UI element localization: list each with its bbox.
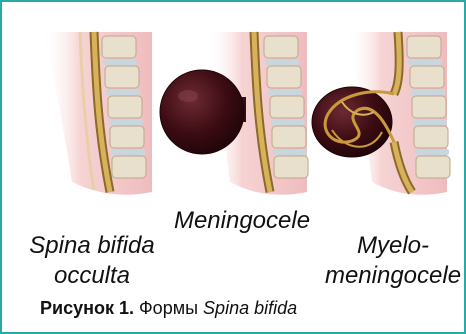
label-occulta-line2: occulta bbox=[12, 261, 172, 291]
label-occulta-line1: Spina bifida bbox=[12, 231, 172, 261]
label-occulta: Spina bifida occulta bbox=[12, 231, 172, 291]
myelomeningocele-illustration bbox=[312, 32, 450, 195]
caption-italic: Spina bifida bbox=[203, 298, 297, 318]
spine-illustrations bbox=[2, 2, 464, 217]
caption-number: Рисунок 1. bbox=[40, 298, 134, 318]
figure-caption: Рисунок 1. Формы Spina bifida bbox=[40, 298, 297, 319]
label-myelo-line2: meningocele bbox=[324, 261, 462, 291]
label-myelomeningocele: Myelo- meningocele bbox=[324, 231, 462, 291]
caption-text: Формы bbox=[139, 298, 198, 318]
label-myelo-line1: Myelo- bbox=[324, 231, 462, 261]
spina-bifida-occulta-illustration bbox=[42, 32, 152, 195]
meningocele-illustration bbox=[160, 32, 308, 195]
label-meningocele: Meningocele bbox=[167, 206, 317, 236]
